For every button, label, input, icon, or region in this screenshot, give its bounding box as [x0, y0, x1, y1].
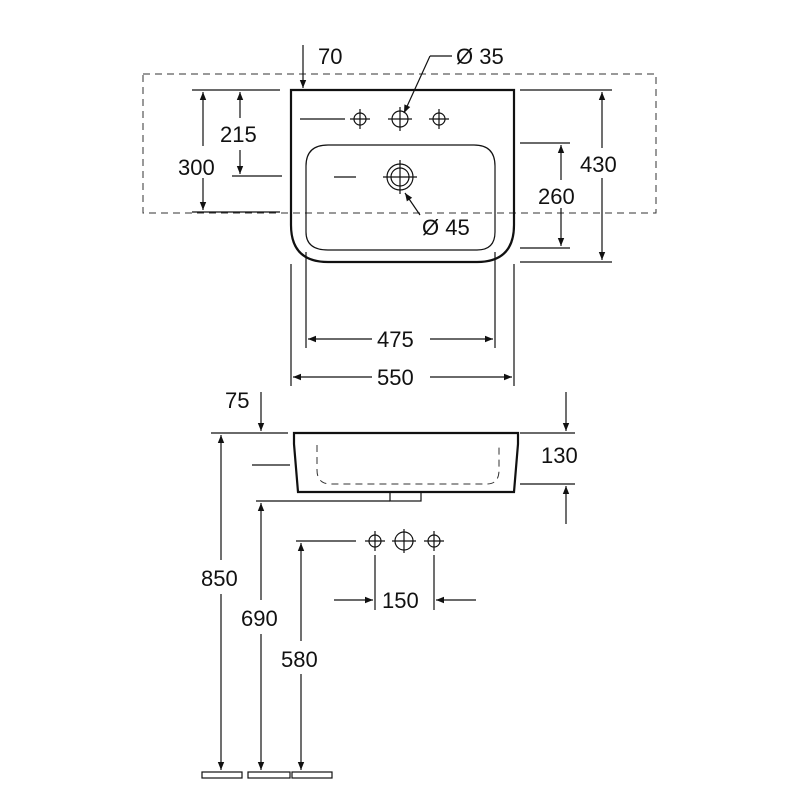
dim-to-tap-holes: 215 [220, 122, 257, 147]
basin-profile [292, 431, 520, 494]
side-view: 75 130 150 850 [201, 388, 578, 779]
bowl-hidden-line [316, 445, 500, 485]
top-view: 70 Ø 35 300 215 430 260 Ø 45 [142, 44, 657, 390]
dim-width-outer: 550 [377, 365, 414, 390]
dim-basin-height: 130 [541, 443, 578, 468]
dim-edge-offset: 70 [318, 44, 342, 69]
waste-outlet [389, 491, 422, 502]
wall-outline [142, 73, 657, 214]
supply-holes [365, 529, 444, 553]
floor-plate [247, 771, 291, 779]
basin-outline [289, 88, 516, 264]
dim-height-rim: 850 [201, 566, 238, 591]
dim-height-drain: 690 [241, 606, 278, 631]
dim-rim-offset: 75 [225, 388, 249, 413]
floor-plate [291, 771, 333, 779]
dim-height-supply: 580 [281, 647, 318, 672]
floor-plate [201, 771, 243, 779]
dim-tap-spacing: 150 [382, 588, 419, 613]
dim-tap-hole: Ø 35 [456, 44, 504, 69]
dim-bowl-depth: 260 [538, 184, 575, 209]
dim-depth-total: 430 [580, 152, 617, 177]
tap-holes [300, 107, 449, 131]
dim-wall-fixing: 300 [178, 155, 215, 180]
dim-width-inner: 475 [377, 327, 414, 352]
basin-bowl [305, 144, 496, 251]
dim-drain-hole: Ø 45 [422, 215, 470, 240]
drain [334, 160, 417, 194]
